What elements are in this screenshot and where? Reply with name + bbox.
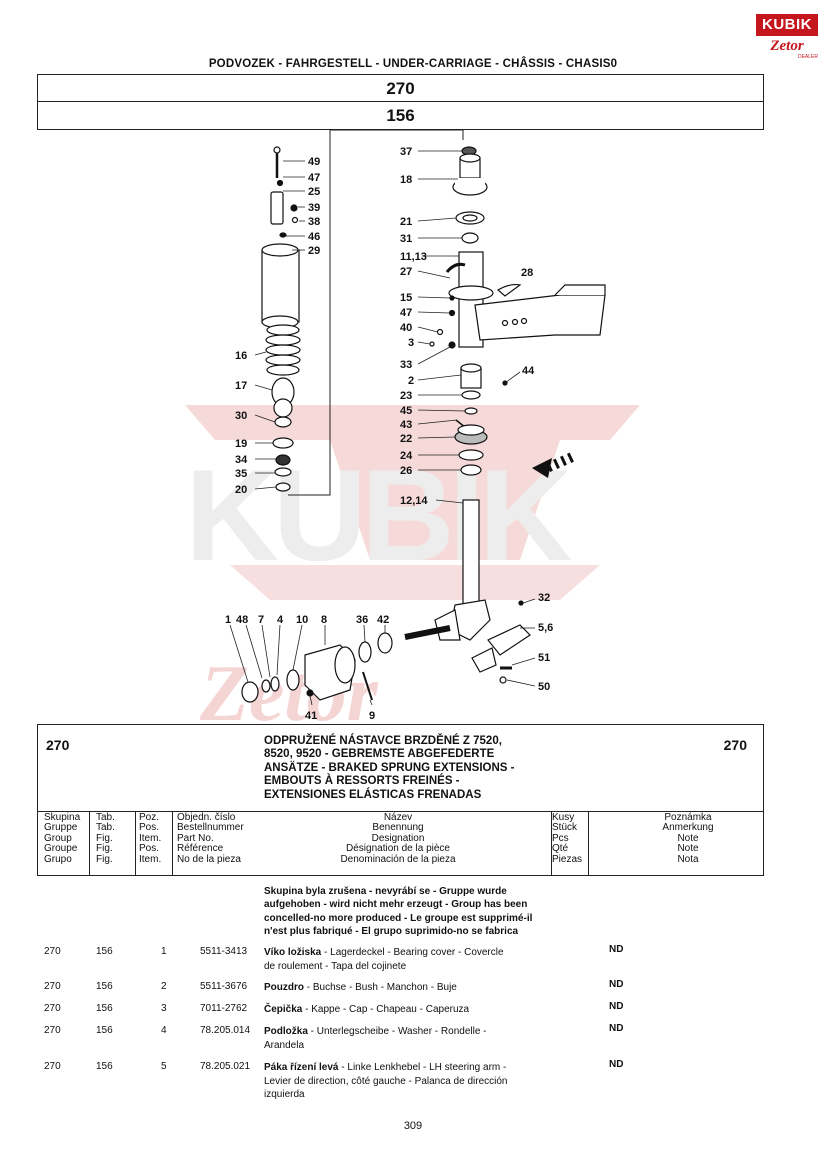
svg-text:21: 21	[400, 216, 412, 228]
page-header-title: PODVOZEK - FAHRGESTELL - UNDER-CARRIAGE …	[208, 58, 618, 70]
svg-text:23: 23	[400, 390, 412, 402]
col-poz: Poz.Pos.Item.Pos.Item.	[139, 812, 162, 865]
svg-text:25: 25	[308, 186, 320, 198]
svg-text:29: 29	[308, 245, 320, 257]
logo-sub: Zetor	[770, 38, 804, 54]
svg-text:12,14: 12,14	[400, 495, 428, 507]
svg-text:30: 30	[235, 410, 247, 422]
hub-assembly	[241, 632, 393, 703]
svg-text:47: 47	[308, 172, 320, 184]
callout-labels: 49 47 25 39 38 46 29 16 17 30 19 34 35 2…	[225, 146, 553, 722]
svg-text:26: 26	[400, 465, 412, 477]
group-info-box: 270 270 ODPRUŽENÉ NÁSTAVCE BRZDĚNÉ Z 752…	[37, 724, 764, 876]
group-number-box: 270	[37, 74, 764, 102]
col-tab: Tab.Tab.Fig.Fig.Fig.	[96, 812, 115, 865]
svg-text:51: 51	[538, 652, 550, 664]
svg-text:9: 9	[369, 710, 375, 722]
direction-arrow-icon	[532, 452, 574, 478]
svg-text:1: 1	[225, 614, 231, 626]
exploded-parts-diagram: KUBIK Zetor	[185, 130, 640, 730]
group-number-left: 270	[46, 737, 70, 753]
svg-text:28: 28	[521, 267, 533, 279]
svg-text:41: 41	[305, 710, 317, 722]
svg-text:34: 34	[235, 454, 248, 466]
svg-text:35: 35	[235, 468, 247, 480]
watermark: KUBIK Zetor	[185, 405, 640, 730]
svg-text:49: 49	[308, 156, 320, 168]
svg-text:27: 27	[400, 266, 412, 278]
group-description: ODPRUŽENÉ NÁSTAVCE BRZDĚNÉ Z 7520, 8520,…	[264, 735, 515, 801]
svg-text:5,6: 5,6	[538, 622, 553, 634]
svg-text:36: 36	[356, 614, 368, 626]
svg-text:44: 44	[522, 365, 535, 377]
svg-text:4: 4	[277, 614, 284, 626]
svg-text:15: 15	[400, 292, 412, 304]
svg-text:48: 48	[236, 614, 248, 626]
svg-text:37: 37	[400, 146, 412, 158]
svg-text:46: 46	[308, 231, 320, 243]
svg-text:7: 7	[258, 614, 264, 626]
svg-text:16: 16	[235, 350, 247, 362]
group-number-right: 270	[723, 737, 747, 753]
svg-text:11,13: 11,13	[400, 251, 427, 263]
svg-text:20: 20	[235, 484, 247, 496]
svg-text:43: 43	[400, 419, 412, 431]
svg-text:45: 45	[400, 405, 412, 417]
svg-text:24: 24	[400, 450, 413, 462]
logo-dealer: DEALER	[797, 54, 818, 60]
table-number: 156	[386, 106, 415, 125]
kingpin-assembly	[404, 146, 606, 684]
svg-text:39: 39	[308, 202, 320, 214]
discontinued-note: Skupina byla zrušena - nevyrábí se - Gru…	[264, 886, 533, 937]
svg-text:40: 40	[400, 322, 412, 334]
svg-text:3: 3	[408, 337, 414, 349]
svg-text:10: 10	[296, 614, 308, 626]
svg-text:50: 50	[538, 681, 550, 693]
svg-text:38: 38	[308, 216, 320, 228]
svg-text:47: 47	[400, 307, 412, 319]
svg-text:31: 31	[400, 233, 412, 245]
kubik-zetor-logo: KUBIK Zetor DEALER	[756, 14, 818, 64]
svg-text:17: 17	[235, 380, 247, 392]
svg-text:33: 33	[400, 359, 412, 371]
group-number: 270	[386, 79, 415, 98]
logo-brand: KUBIK	[756, 14, 818, 36]
page-number: 309	[403, 1120, 423, 1132]
watermark-text: KUBIK	[185, 442, 572, 588]
svg-text:22: 22	[400, 433, 412, 445]
header-divider	[38, 811, 763, 812]
svg-text:18: 18	[400, 174, 412, 186]
svg-text:2: 2	[408, 375, 414, 387]
svg-text:42: 42	[377, 614, 389, 626]
svg-text:32: 32	[538, 592, 550, 604]
svg-text:19: 19	[235, 438, 247, 450]
svg-text:8: 8	[321, 614, 327, 626]
table-number-box: 156	[37, 102, 764, 130]
